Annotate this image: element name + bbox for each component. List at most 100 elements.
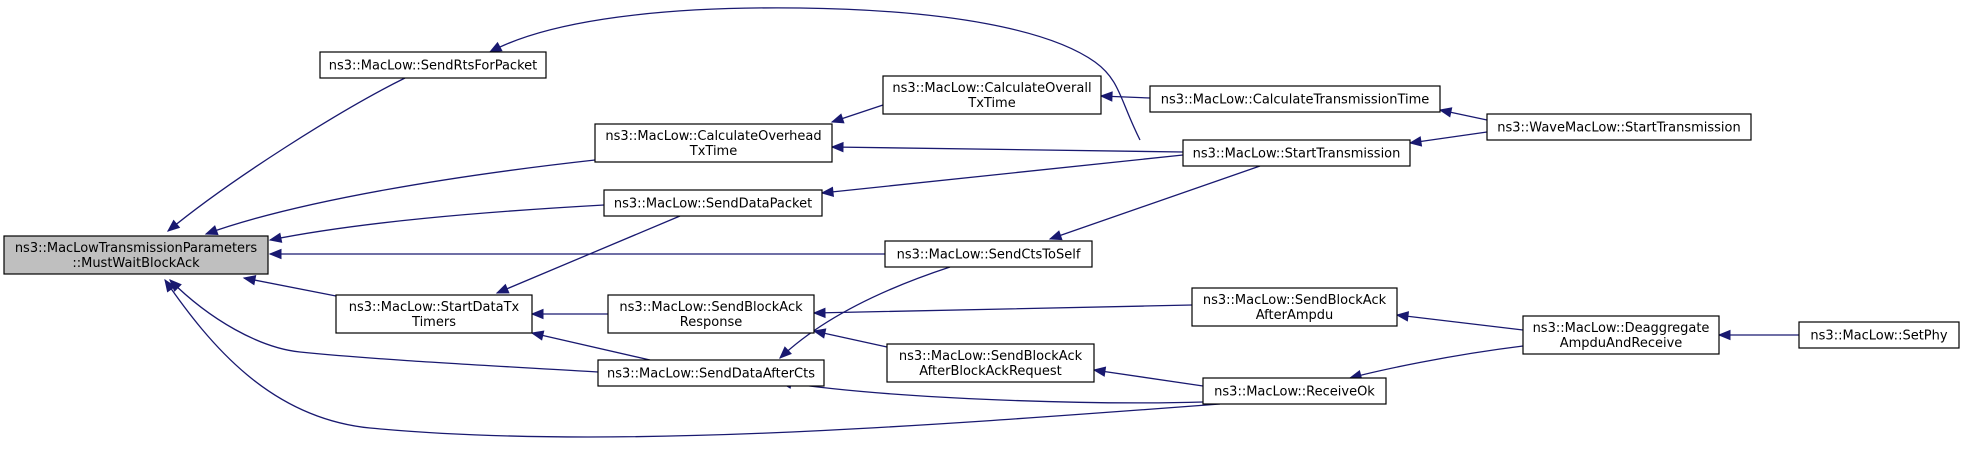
node-send-rts-for-packet-box xyxy=(319,51,547,79)
node-send-rts-for-packet[interactable]: ns3::MacLow::SendRtsForPacket xyxy=(319,51,547,79)
node-start-transmission[interactable]: ns3::MacLow::StartTransmission xyxy=(1182,139,1411,167)
edge-wavestarttx-to-starttransmission-arrowhead xyxy=(1408,136,1423,147)
edge-calctranstime-to-calcoverall-arrowhead xyxy=(1099,91,1113,102)
edge-receiveok-to-root xyxy=(164,278,1221,438)
edge-deaggregate-to-receiveok-line xyxy=(1349,345,1524,379)
node-wave-start-transmission-box xyxy=(1486,113,1752,141)
node-must-wait-block-ack-label-line-2: ::MustWaitBlockAck xyxy=(72,256,200,271)
edge-sendctstoself-to-senddataaftercts-arrowhead xyxy=(779,346,792,359)
edge-sendctstoself-to-senddataaftercts xyxy=(779,266,951,359)
node-send-data-after-cts[interactable]: ns3::MacLow::SendDataAfterCts xyxy=(597,359,825,387)
edge-wavestarttx-to-calctranstime-arrowhead xyxy=(1438,107,1453,118)
edge-receiveok-to-root-arrowhead xyxy=(164,278,176,293)
node-send-data-after-cts-box xyxy=(597,359,825,387)
edge-sendblockackresp-to-startdatatx xyxy=(530,308,608,320)
node-calculate-transmission-time-label-line-1: ns3::MacLow::CalculateTransmissionTime xyxy=(1161,93,1430,108)
node-send-cts-to-self-label-line-1: ns3::MacLow::SendCtsToSelf xyxy=(897,248,1081,263)
edge-calcoverall-to-calcoverhead xyxy=(830,104,884,124)
edge-receiveok-to-sendblockackafterreq-line xyxy=(1093,369,1204,387)
node-send-block-ack-response-label-line-2: Response xyxy=(680,315,742,330)
node-send-block-ack-after-ampdu-label-line-2: AfterAmpdu xyxy=(1256,308,1334,323)
node-receive-ok[interactable]: ns3::MacLow::ReceiveOk xyxy=(1202,377,1387,405)
edge-sendblockackafterampdu-to-sendblockackresp xyxy=(812,304,1193,319)
node-receive-ok-box xyxy=(1202,377,1387,405)
edge-sendctstoself-to-root xyxy=(268,248,885,260)
edge-senddatapacket-to-root-arrowhead xyxy=(268,232,283,243)
edge-receiveok-to-senddataaftercts-line xyxy=(779,381,1204,404)
node-deaggregate-ampdu-and-receive-box xyxy=(1522,315,1720,355)
node-calculate-transmission-time-box xyxy=(1149,85,1441,113)
node-deaggregate-ampdu-and-receive-label-line-1: ns3::MacLow::Deaggregate xyxy=(1533,321,1710,336)
node-send-block-ack-after-block-ack-request-label-line-1: ns3::MacLow::SendBlockAck xyxy=(899,349,1083,364)
edge-sendblockackafterreq-to-sendblockackresp xyxy=(812,328,888,348)
edge-starttransmission-to-sendctstoself-arrowhead xyxy=(1048,230,1063,241)
node-calculate-overall-txtime-label-line-2: TxTime xyxy=(967,96,1015,111)
edge-starttransmission-to-senddatapacket xyxy=(820,154,1184,198)
edge-senddataaftercts-to-startdatatx xyxy=(530,330,651,361)
node-send-cts-to-self[interactable]: ns3::MacLow::SendCtsToSelf xyxy=(884,240,1093,268)
edge-senddataaftercts-to-startdatatx-arrowhead xyxy=(530,330,545,341)
node-calculate-overhead-txtime-label-line-2: TxTime xyxy=(689,144,737,159)
edge-sendrts-to-root-line xyxy=(167,77,406,232)
edge-starttransmission-to-sendctstoself-line xyxy=(1049,165,1261,240)
node-must-wait-block-ack[interactable]: ns3::MacLowTransmissionParameters::MustW… xyxy=(3,235,269,275)
node-deaggregate-ampdu-and-receive-label-line-2: AmpduAndReceive xyxy=(1560,336,1683,351)
node-calculate-transmission-time[interactable]: ns3::MacLow::CalculateTransmissionTime xyxy=(1149,85,1441,113)
edge-setphy-to-deaggregate xyxy=(1717,329,1799,341)
edge-senddataaftercts-to-startdatatx-line xyxy=(531,332,651,361)
edge-startdatatx-to-root xyxy=(242,275,337,297)
edge-receiveok-to-sendblockackafterreq xyxy=(1092,366,1204,387)
edge-sendctstoself-to-root-arrowhead xyxy=(268,248,282,260)
node-send-block-ack-after-block-ack-request-box xyxy=(886,343,1095,383)
edge-senddatapacket-to-startdatatx xyxy=(495,215,681,294)
node-receive-ok-label-line-1: ns3::MacLow::ReceiveOk xyxy=(1214,385,1375,400)
node-send-block-ack-after-ampdu-box xyxy=(1191,287,1398,327)
node-send-block-ack-after-block-ack-request[interactable]: ns3::MacLow::SendBlockAckAfterBlockAckRe… xyxy=(886,343,1095,383)
edge-receiveok-to-sendblockackafterreq-arrowhead xyxy=(1092,366,1107,377)
edge-sendrts-to-root xyxy=(166,77,406,232)
node-calculate-overall-txtime-label-line-1: ns3::MacLow::CalculateOverall xyxy=(892,81,1091,96)
node-send-data-after-cts-label-line-1: ns3::MacLow::SendDataAfterCts xyxy=(607,367,815,382)
edge-starttransmission-to-senddatapacket-line xyxy=(821,154,1184,194)
node-wave-start-transmission[interactable]: ns3::WaveMacLow::StartTransmission xyxy=(1486,113,1752,141)
node-calculate-overhead-txtime-label-line-1: ns3::MacLow::CalculateOverhead xyxy=(605,129,821,144)
node-must-wait-block-ack-label-line-1: ns3::MacLowTransmissionParameters xyxy=(15,241,258,256)
edge-starttransmission-to-sendctstoself xyxy=(1048,165,1261,241)
edge-sendblockackafterreq-to-sendblockackresp-line xyxy=(813,330,888,348)
edge-sendrts-to-root-arrowhead xyxy=(166,219,181,232)
edge-starttransmission-to-calcoverhead-line xyxy=(831,146,1184,153)
edge-starttransmission-to-calcoverhead-arrowhead xyxy=(830,141,844,153)
edge-starttransmission-to-sendrts xyxy=(488,7,1141,141)
edge-wavestarttx-to-calctranstime xyxy=(1438,107,1488,121)
node-send-block-ack-response-box xyxy=(607,294,815,334)
edge-sendblockackafterreq-to-sendblockackresp-arrowhead xyxy=(812,328,827,339)
node-set-phy-box xyxy=(1798,321,1960,349)
node-send-cts-to-self-box xyxy=(884,240,1093,268)
edge-calctranstime-to-calcoverall xyxy=(1099,91,1151,102)
edge-deaggregate-to-sendblockackafterampdu-arrowhead xyxy=(1395,311,1410,322)
edge-deaggregate-to-sendblockackafterampdu-line xyxy=(1396,314,1524,331)
edge-sendblockackresp-to-startdatatx-arrowhead xyxy=(530,308,544,320)
node-set-phy[interactable]: ns3::MacLow::SetPhy xyxy=(1798,321,1960,349)
node-send-data-packet[interactable]: ns3::MacLow::SendDataPacket xyxy=(603,189,823,217)
edge-senddatapacket-to-startdatatx-arrowhead xyxy=(495,283,510,294)
edge-starttransmission-to-senddatapacket-arrowhead xyxy=(820,186,834,198)
node-start-data-tx-timers-label-line-2: Timers xyxy=(411,315,456,330)
edge-setphy-to-deaggregate-arrowhead xyxy=(1717,329,1731,341)
node-set-phy-label-line-1: ns3::MacLow::SetPhy xyxy=(1810,329,1947,344)
node-send-block-ack-after-ampdu-label-line-1: ns3::MacLow::SendBlockAck xyxy=(1203,293,1387,308)
node-send-block-ack-response-label-line-1: ns3::MacLow::SendBlockAck xyxy=(619,300,803,315)
edge-deaggregate-to-sendblockackafterampdu xyxy=(1395,311,1524,331)
node-must-wait-block-ack-box xyxy=(3,235,269,275)
edge-sendblockackafterampdu-to-sendblockackresp-arrowhead xyxy=(812,307,826,319)
edge-receiveok-to-senddataaftercts xyxy=(778,378,1204,404)
edge-wavestarttx-to-starttransmission xyxy=(1408,131,1488,147)
edge-calcoverall-to-calcoverhead-arrowhead xyxy=(830,113,845,124)
